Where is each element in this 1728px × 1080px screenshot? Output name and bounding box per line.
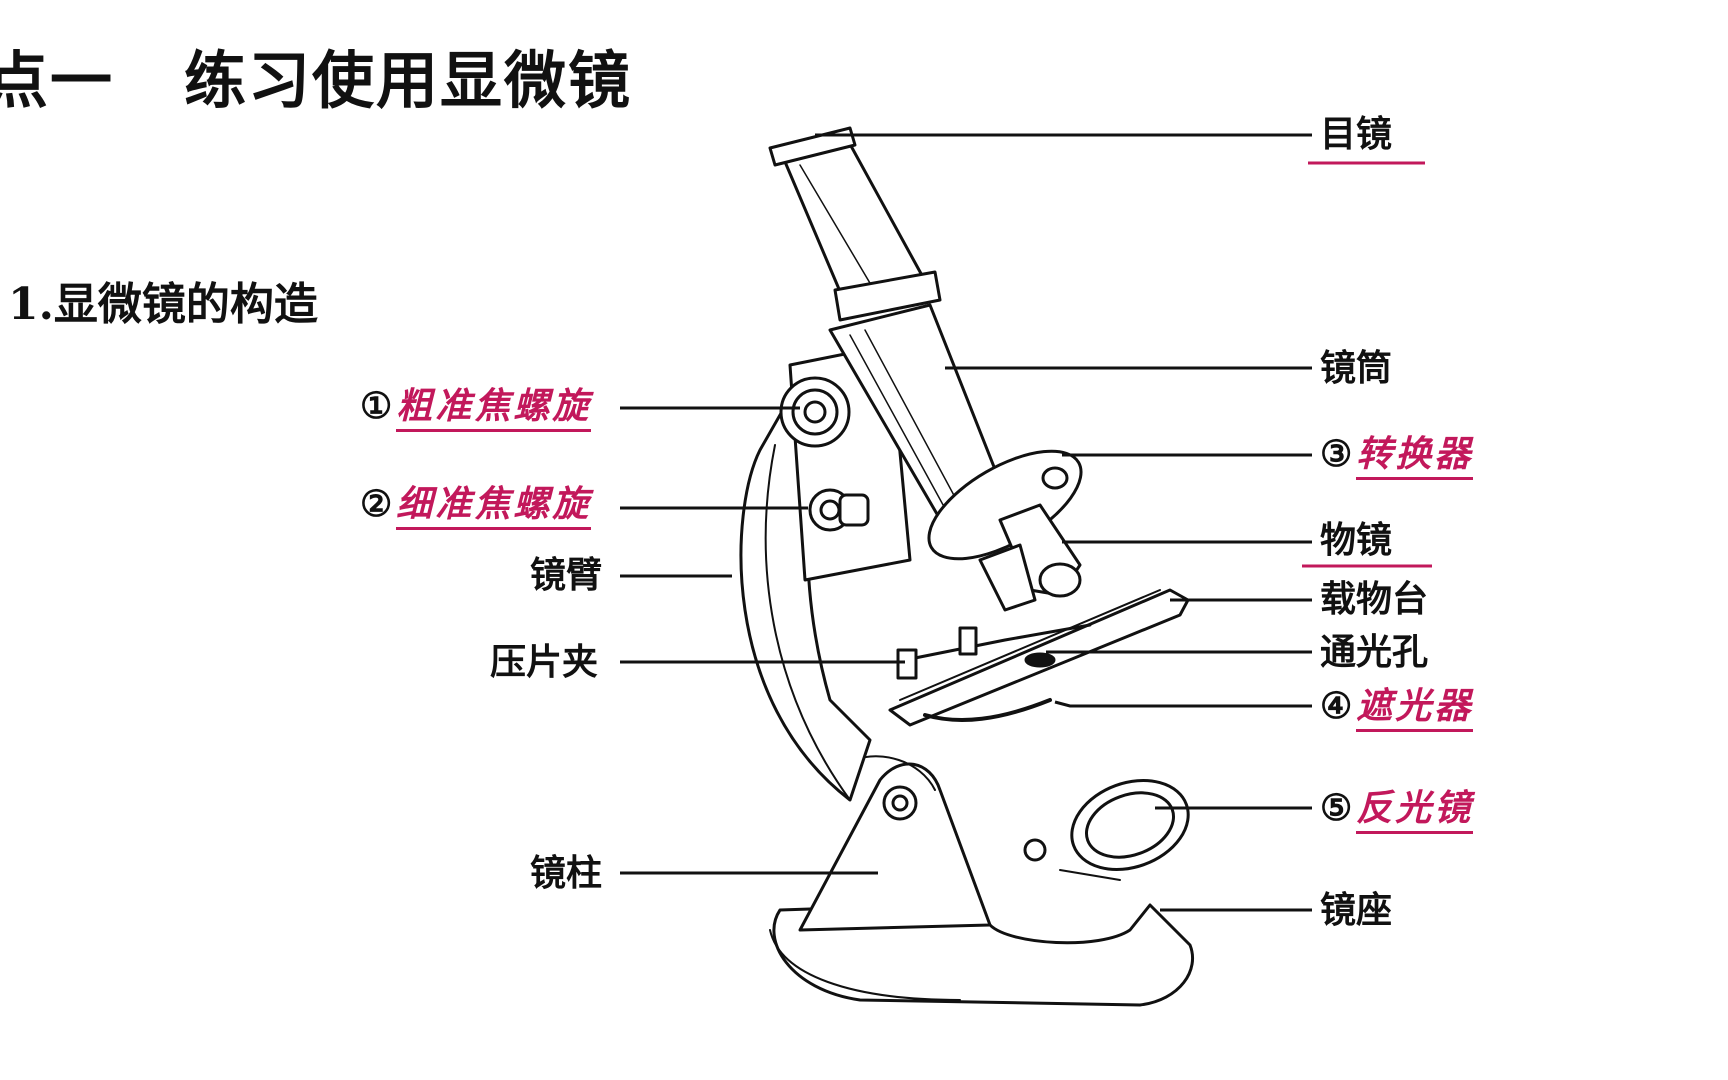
pillar-shape <box>798 762 992 932</box>
base-shape <box>772 903 1195 1007</box>
clip-shape <box>903 623 1092 662</box>
mirror-shape <box>1070 779 1190 871</box>
label-tube: 镜筒 <box>1320 347 1393 389</box>
label-arm: 镜臂 <box>530 554 603 596</box>
title-prefix: 点一 <box>0 44 115 117</box>
label-base: 镜座 <box>1320 889 1393 931</box>
label-objective: 物镜 <box>1320 519 1393 561</box>
label-pillar: 镜柱 <box>530 852 603 894</box>
label-coarse-text: 粗准焦螺旋 <box>396 385 592 432</box>
label-stage: 载物台 <box>1320 578 1429 620</box>
title-text: 练习使用显微镜 <box>184 44 633 117</box>
label-mirror-num: ⑤ <box>1320 787 1353 829</box>
label-aperture: 通光孔 <box>1320 631 1429 673</box>
label-converter-num: ③ <box>1320 433 1353 475</box>
label-diaphragm-num: ④ <box>1320 685 1353 727</box>
page-title: 点一练习使用显微镜 <box>0 30 632 120</box>
label-eyepiece: 目镜 <box>1320 113 1393 155</box>
leader-diaphragm <box>1054 700 1312 708</box>
label-coarse-num: ① <box>360 385 393 427</box>
coarse-knob-shape <box>779 376 851 448</box>
section-heading: 1.显微镜的构造 <box>8 279 318 330</box>
label-fine-num: ② <box>360 483 393 525</box>
label-mirror-text: 反光镜 <box>1356 787 1474 834</box>
diaphragm-shape <box>923 698 1052 722</box>
label-diaphragm-text: 遮光器 <box>1356 685 1474 732</box>
aperture-shape <box>1024 652 1056 668</box>
label-converter-text: 转换器 <box>1356 433 1474 480</box>
label-clip: 压片夹 <box>490 641 599 683</box>
label-fine-text: 细准焦螺旋 <box>396 483 592 530</box>
